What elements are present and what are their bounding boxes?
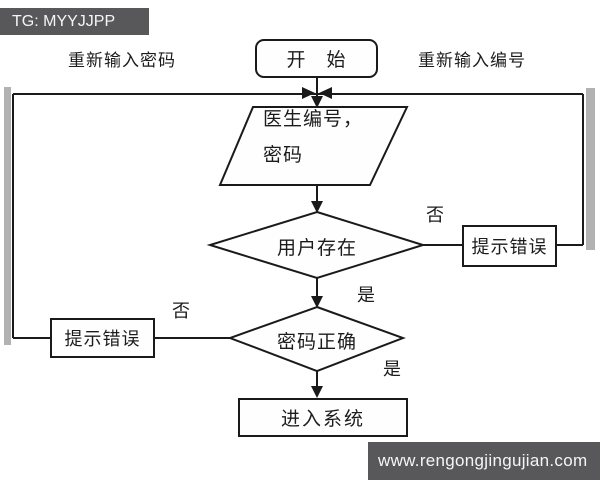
junction-arrow-left-icon [319,87,332,99]
site-watermark-banner: www.rengongjingujian.com [368,442,600,480]
reenter-password-label: 重新输入密码 [68,51,176,71]
input-parallelogram [218,106,409,186]
tg-watermark-text: TG: MYYJJPP [12,12,116,30]
decision2-label: 密码正确 [276,331,357,353]
error-prompt-left-node: 提示错误 [50,318,155,358]
input-node-line1: 医生编号， [263,108,364,130]
decision1-diamond [206,210,427,280]
junction-arrow-down-icon [311,96,323,108]
error-prompt-right-label: 提示错误 [471,237,548,258]
decision1-no-label: 否 [426,205,444,226]
arrow-into-decision1-icon [311,201,323,213]
error-prompt-right-node: 提示错误 [462,225,557,267]
reenter-id-label: 重新输入编号 [418,51,526,71]
decision2-diamond [227,305,406,373]
tg-watermark-banner: TG: MYYJJPP [0,8,149,35]
arrow-into-system-icon [311,386,323,398]
enter-system-node: 进入系统 [238,398,408,437]
input-node-line2: 密码 [263,144,304,166]
decision1-yes-label: 是 [357,285,375,306]
enter-system-label: 进入系统 [280,408,365,430]
decision2-no-label: 否 [172,301,190,322]
right-loop-shadow [586,88,595,250]
left-loop-shadow [4,87,11,345]
arrow-into-decision2-icon [311,296,323,308]
start-node-label: 开 始 [286,49,347,71]
decision1-label: 用户存在 [276,237,357,259]
site-watermark-text: www.rengongjingujian.com [378,451,588,470]
input-node-label: 医生编号， 密码 [263,110,363,165]
decision2-yes-label: 是 [383,359,401,380]
junction-arrow-right-icon [302,87,315,99]
error-prompt-left-label: 提示错误 [64,329,141,350]
start-node: 开 始 [255,39,378,78]
